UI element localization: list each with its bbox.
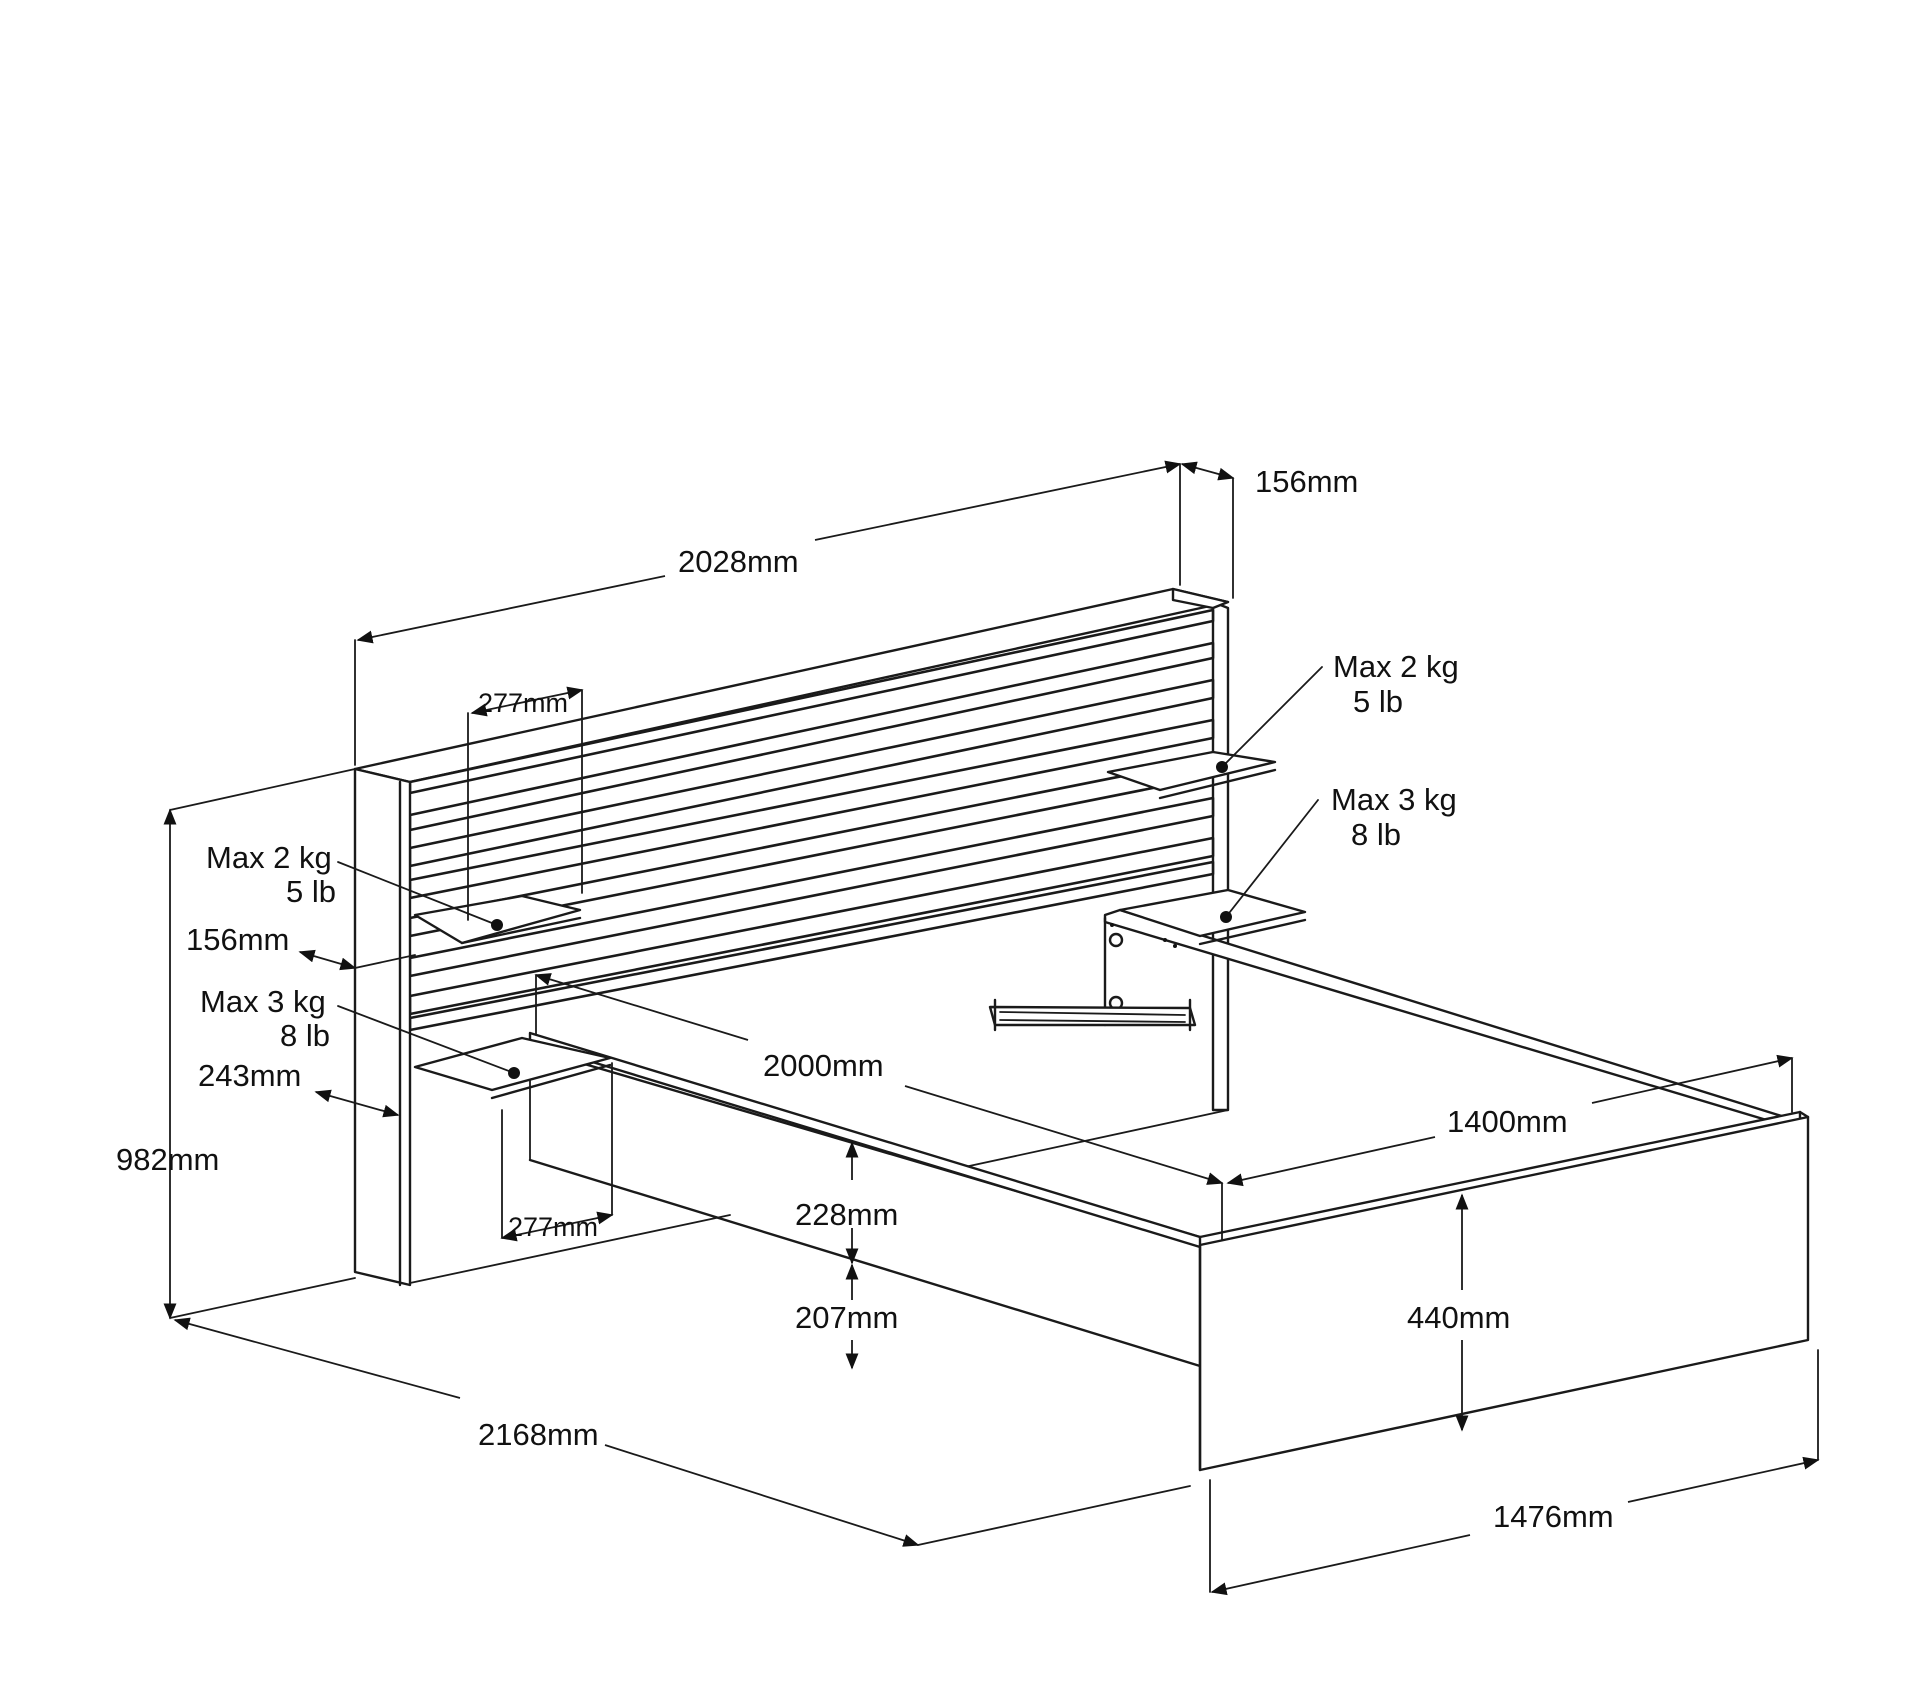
dim-1400-left	[1226, 1136, 1436, 1187]
dim-2168-left	[173, 1317, 461, 1399]
dim-277-bottom	[500, 1211, 614, 1242]
label-243: 243mm	[198, 1058, 301, 1093]
load-right-upper-kg: Max 2 kg	[1333, 649, 1459, 684]
dim-2028-left	[356, 575, 666, 644]
dim-156-top	[1180, 461, 1235, 481]
leader-right-lower	[1225, 799, 1319, 918]
ext-982-bottom	[169, 1277, 356, 1319]
load-left-upper-lb: 5 lb	[286, 874, 336, 909]
dimension-lines	[163, 460, 1820, 1596]
label-982: 982mm	[116, 1142, 219, 1177]
left-upper-shelf-edge	[460, 916, 582, 945]
label-2000: 2000mm	[763, 1048, 884, 1083]
headboard-right-post	[1211, 600, 1230, 1112]
dimension-labels: 2028mm 156mm 982mm 156mm 243mm 277mm 277…	[116, 464, 1614, 1534]
left-lower-shelf	[413, 1036, 612, 1092]
leader-right-upper-dot	[1216, 761, 1228, 773]
leader-right-upper	[1221, 666, 1323, 768]
right-lower-shelf	[1118, 888, 1307, 938]
dim-2168-right	[604, 1444, 920, 1547]
leader-left-lower	[337, 1005, 515, 1074]
leader-left-upper-dot	[491, 919, 503, 931]
label-1476: 1476mm	[1493, 1499, 1614, 1534]
bed-drawing	[353, 587, 1810, 1472]
dim-156-shelf	[298, 949, 357, 971]
headboard-slats	[408, 608, 1215, 1032]
dim-1400-right	[1591, 1054, 1794, 1104]
ext-2168-right	[917, 1485, 1191, 1546]
label-207: 207mm	[795, 1300, 898, 1335]
leader-left-upper	[337, 861, 498, 926]
ext-156-shelf	[354, 954, 416, 969]
label-156-top: 156mm	[1255, 464, 1358, 499]
rail-hole-1	[1108, 932, 1124, 948]
center-support-bar	[988, 998, 1197, 1032]
dim-1476-right	[1627, 1456, 1820, 1503]
leader-right-lower-dot	[1220, 911, 1232, 923]
load-left-upper-kg: Max 2 kg	[206, 840, 332, 875]
right-lower-shelf-edge	[1198, 918, 1307, 946]
load-right-lower-lb: 8 lb	[1351, 817, 1401, 852]
footboard-panel	[1198, 1115, 1810, 1472]
label-277-bottom: 277mm	[508, 1212, 598, 1242]
headboard-top-cap	[1171, 587, 1230, 610]
dim-1476-left	[1210, 1534, 1471, 1596]
leader-left-lower-dot	[508, 1067, 520, 1079]
headboard-left-post	[353, 767, 412, 1287]
rail-pin-3	[1173, 944, 1177, 948]
load-labels: Max 2 kg 5 lb Max 3 kg 8 lb Max 2 kg 5 l…	[200, 649, 1459, 1053]
dim-2000-left	[534, 973, 749, 1041]
footboard-top-right	[1798, 1110, 1810, 1119]
label-2028: 2028mm	[678, 544, 799, 579]
label-277-top: 277mm	[478, 688, 568, 718]
label-156-shelf: 156mm	[186, 922, 289, 957]
right-upper-shelf-edge	[1158, 768, 1277, 800]
load-left-lower-lb: 8 lb	[280, 1018, 330, 1053]
dim-243	[314, 1089, 400, 1118]
label-2168: 2168mm	[478, 1417, 599, 1452]
dim-2028-right	[814, 460, 1182, 541]
dim-2000-right	[904, 1085, 1224, 1185]
mattress-foot-line	[959, 1109, 1229, 1169]
rail-pin-2	[1163, 938, 1167, 942]
right-upper-shelf	[1106, 750, 1277, 792]
label-440: 440mm	[1407, 1300, 1510, 1335]
load-right-lower-kg: Max 3 kg	[1331, 782, 1457, 817]
label-228: 228mm	[795, 1197, 898, 1232]
rail-pin-1	[1110, 923, 1114, 927]
load-left-lower-kg: Max 3 kg	[200, 984, 326, 1019]
load-right-upper-lb: 5 lb	[1353, 684, 1403, 719]
dim-277-top	[470, 686, 584, 717]
left-lower-shelf-edge	[490, 1063, 612, 1100]
ext-982-top	[169, 768, 356, 811]
mattress-head-line	[409, 1214, 731, 1284]
left-rail-bottom	[528, 1158, 1202, 1368]
label-1400: 1400mm	[1447, 1104, 1568, 1139]
